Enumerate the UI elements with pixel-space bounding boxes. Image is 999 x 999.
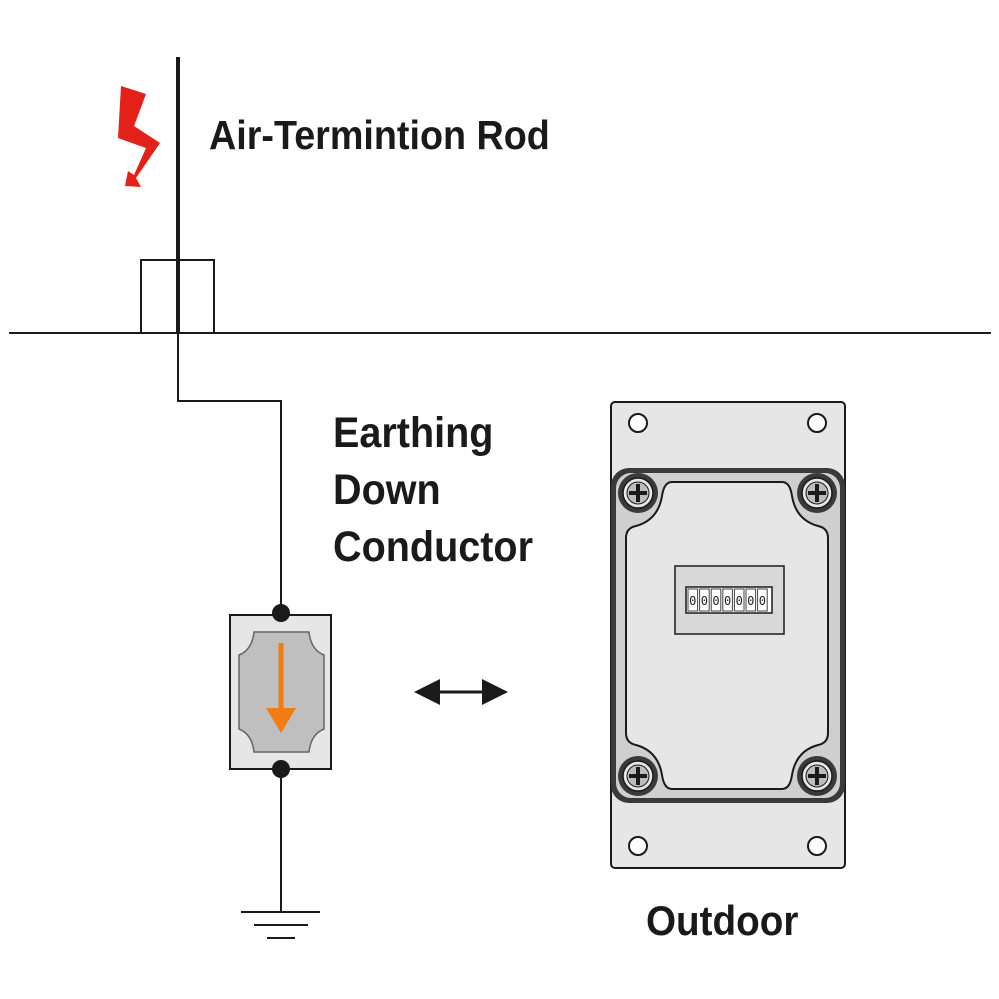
counter-digit: 0: [701, 594, 708, 608]
mounting-hole: [628, 836, 648, 856]
double-arrow-icon: [414, 679, 508, 705]
counter-digit-cell: [757, 588, 768, 612]
terminal-bottom: [272, 760, 290, 778]
counter-digit-cell: [710, 588, 722, 612]
earthing-down-conductor-label-line: Conductor: [333, 523, 533, 571]
counter-digit: 0: [712, 594, 719, 608]
mounting-hole: [807, 836, 827, 856]
air-termination-rod-label: Air-Termintion Rod: [209, 112, 550, 158]
counter-digit: 0: [759, 594, 766, 608]
enclosure-screws: [618, 473, 837, 796]
ground-symbol-icon: [241, 911, 320, 939]
terminal-top: [272, 604, 290, 622]
counter-digit-cell: [722, 588, 733, 612]
phillips-screw-icon: [618, 756, 658, 796]
counter-digit: 0: [747, 594, 754, 608]
phillips-screw-icon: [797, 756, 837, 796]
surge-counter-symbol: [229, 614, 332, 770]
earthing-down-conductor-label-line: Down: [333, 466, 441, 514]
mounting-hole: [807, 413, 827, 433]
earthing-down-conductor-label: Earthing Down Conductor: [333, 405, 533, 576]
counter-digit-cell: [699, 588, 710, 612]
counter-digit: 0: [689, 594, 696, 608]
mounting-hole: [628, 413, 648, 433]
phillips-screw-icon: [618, 473, 658, 513]
counter-digit-cell: [687, 588, 699, 612]
down-arrow-icon: [266, 708, 296, 733]
phillips-screw-icon: [797, 473, 837, 513]
outdoor-counter-enclosure: [610, 401, 846, 869]
counter-digit: 0: [736, 594, 743, 608]
earthing-down-conductor-label-line: Earthing: [333, 409, 494, 457]
outdoor-label: Outdoor: [646, 897, 799, 944]
lightning-bolt-icon: [118, 86, 160, 187]
counter-digit: 0: [724, 594, 731, 608]
counter-digit-cell: [745, 588, 757, 612]
counter-digit-cell: [733, 588, 745, 612]
down-conductor-wire: [177, 333, 282, 612]
